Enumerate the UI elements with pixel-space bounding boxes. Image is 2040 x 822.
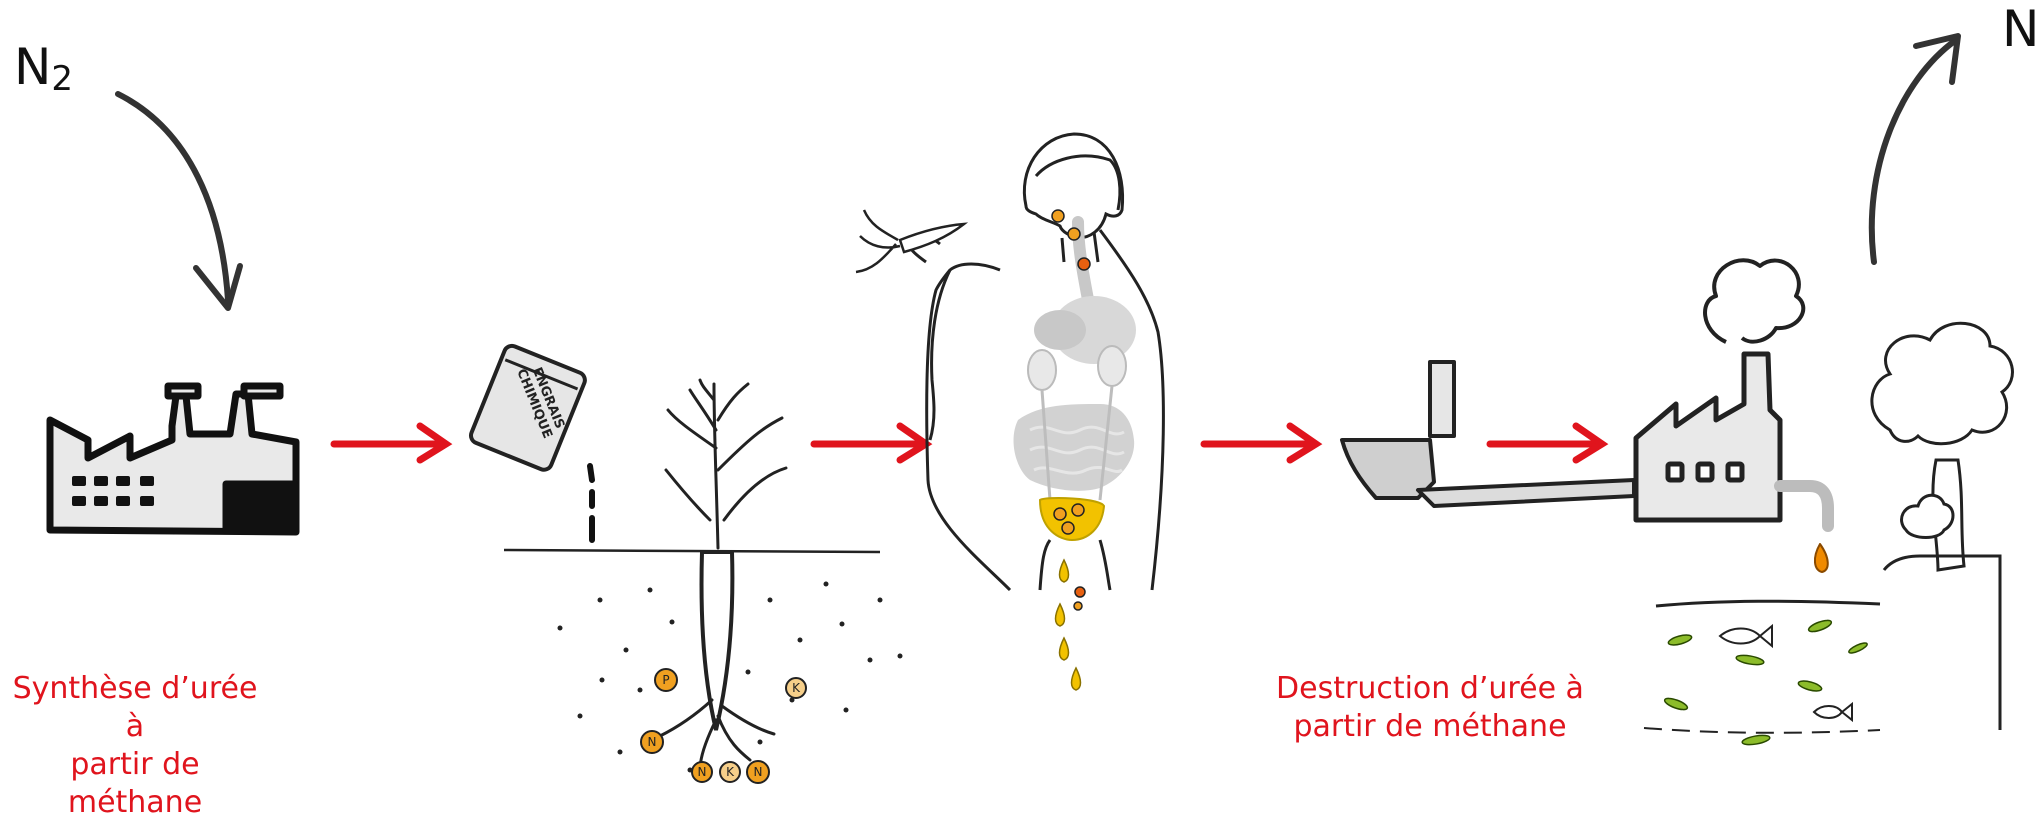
human-body-icon	[910, 134, 1164, 590]
nutrient-letter: N	[648, 735, 657, 749]
nitrogen-cycle-diagram: N2 N Synthèse d’urée à partir de méthane…	[0, 0, 2040, 800]
nutrient-letter: K	[726, 765, 735, 779]
held-carrot-icon	[856, 210, 964, 272]
tree-icon	[1872, 323, 2013, 730]
process-arrow-3	[1204, 426, 1316, 460]
factory-icon	[50, 386, 296, 532]
n2-inflow-arrow	[118, 94, 240, 308]
process-arrow-1	[334, 426, 446, 460]
diagram-svg: P K N N K N	[0, 0, 2040, 800]
carrot-plant-icon	[660, 380, 786, 770]
nutrient-letter: P	[662, 673, 669, 687]
river-icon	[1644, 601, 1880, 746]
nutrient-letter: N	[754, 765, 763, 779]
urine-drops	[1056, 560, 1086, 690]
nutrient-letter: N	[698, 765, 707, 779]
n2-outflow-arrow	[1872, 36, 1958, 262]
nutrient-letter: K	[792, 681, 801, 695]
soil-surface-line	[504, 550, 880, 552]
treatment-plant-icon	[1636, 260, 1828, 572]
process-arrow-4	[1490, 426, 1602, 460]
process-arrow-2	[814, 426, 926, 460]
